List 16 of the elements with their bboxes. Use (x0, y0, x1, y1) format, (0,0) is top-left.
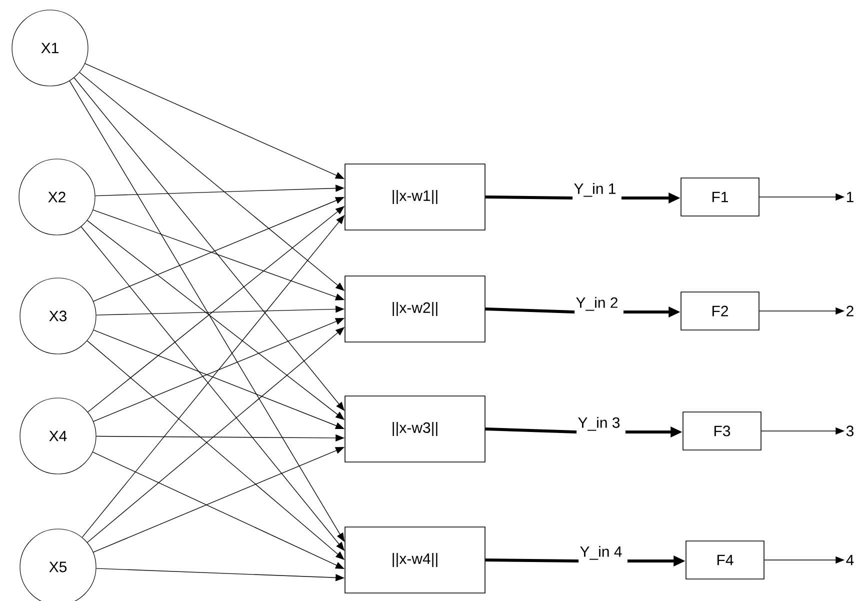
signal-label: Y_in 1 (574, 182, 616, 197)
distance-box: ||x-w4|| (344, 526, 486, 594)
distance-box: ||x-w3|| (344, 396, 486, 462)
function-box: F2 (680, 292, 760, 330)
output-label: 4 (846, 554, 854, 566)
function-box: F3 (682, 412, 762, 450)
function-box: F4 (686, 540, 764, 580)
signal-label: Y_in 3 (578, 416, 620, 431)
signal-label: Y_in 2 (576, 296, 618, 311)
signal-label: Y_in 4 (580, 546, 622, 560)
distance-box: ||x-w1|| (344, 164, 486, 230)
output-label: 1 (846, 192, 854, 202)
output-label: 3 (846, 426, 854, 436)
function-box: F1 (680, 178, 760, 216)
output-label: 2 (846, 306, 854, 316)
distance-box: ||x-w2|| (344, 276, 486, 342)
